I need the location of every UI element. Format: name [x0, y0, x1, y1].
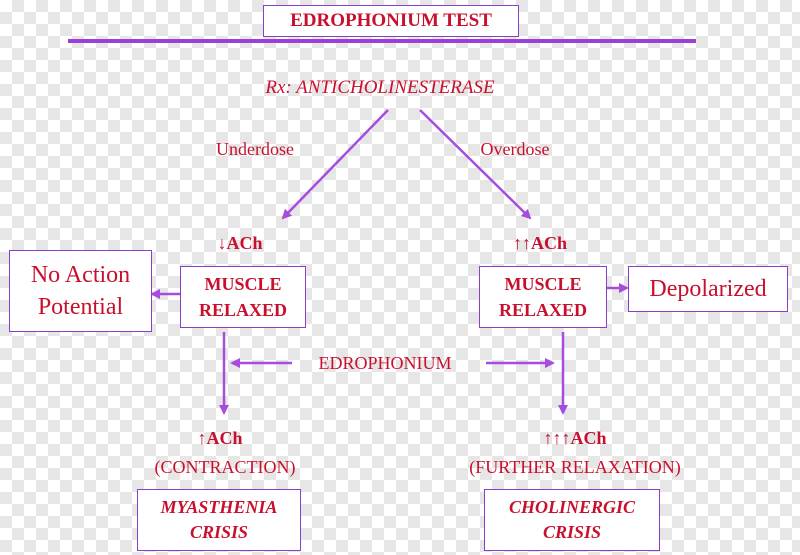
- no-action-line1: No Action: [30, 262, 131, 288]
- overdose-label: Overdose: [480, 139, 550, 159]
- cholinergic-crisis-box: CHOLINERGIC CRISIS: [484, 489, 660, 551]
- left-result-ach: ↑ACh: [197, 428, 243, 448]
- depolarized-box: Depolarized: [628, 266, 788, 312]
- left-ach-level: ↓ACh: [217, 233, 263, 253]
- right-muscle-line1: MUSCLE: [504, 274, 582, 294]
- title-box: EDROPHONIUM TEST: [263, 5, 519, 37]
- right-result-ach: ↑↑↑ACh: [543, 428, 607, 448]
- left-result-text: (CONTRACTION): [154, 457, 296, 477]
- right-muscle-relaxed-box: MUSCLE RELAXED: [479, 266, 607, 328]
- cholinergic-line1: CHOLINERGIC: [508, 497, 636, 517]
- depolarized-label: Depolarized: [649, 275, 767, 302]
- left-muscle-line2: RELAXED: [198, 300, 287, 320]
- edrophonium-label: EDROPHONIUM: [318, 353, 452, 373]
- right-muscle-line2: RELAXED: [498, 300, 587, 320]
- no-action-potential-box: No Action Potential: [9, 250, 152, 332]
- underdose-label: Underdose: [216, 139, 294, 159]
- no-action-line2: Potential: [37, 294, 124, 320]
- myasthenia-line2: CRISIS: [189, 522, 249, 542]
- page-title: EDROPHONIUM TEST: [290, 10, 492, 31]
- cholinergic-line2: CRISIS: [542, 522, 602, 542]
- left-muscle-line1: MUSCLE: [204, 274, 282, 294]
- underdose-arrow: [281, 109, 389, 220]
- rx-label: Rx: ANTICHOLINESTERASE: [265, 77, 495, 98]
- myasthenia-crisis-box: MYASTHENIA CRISIS: [137, 489, 301, 551]
- right-ach-level: ↑↑ACh: [512, 233, 567, 253]
- left-muscle-relaxed-box: MUSCLE RELAXED: [180, 266, 306, 328]
- myasthenia-line1: MYASTHENIA: [160, 497, 278, 517]
- overdose-arrow: [419, 109, 532, 220]
- right-result-text: (FURTHER RELAXATION): [469, 457, 681, 477]
